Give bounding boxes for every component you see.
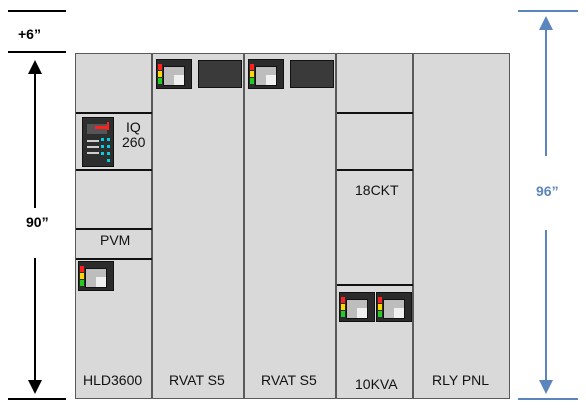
- section-divider: [337, 284, 414, 286]
- cabinet-rly-pnl: RLY PNL: [413, 53, 510, 399]
- cabinet-label-rvat-2: RVAT S5: [261, 372, 317, 388]
- cabinet-top-line: [8, 51, 66, 53]
- iq-label-line2: 260: [122, 134, 146, 150]
- breaker-module-icon: [339, 292, 375, 322]
- blank-module: [290, 60, 334, 88]
- cabinet-hld3600: IQ 260 PVM HLD3600: [75, 53, 153, 399]
- section-divider: [76, 258, 153, 260]
- cabinet-rvat-1: RVAT S5: [152, 53, 244, 399]
- blue-bottom-line: [518, 398, 578, 400]
- arrow-down-icon: [28, 380, 42, 394]
- breaker-module-icon: [156, 59, 192, 89]
- left-height-arrow: [28, 60, 42, 394]
- iq-meter-icon: [82, 117, 114, 167]
- blank-module: [198, 60, 242, 88]
- cabinet-label-rly-pnl: RLY PNL: [432, 372, 490, 388]
- arrow-up-icon: [28, 60, 42, 74]
- section-divider: [76, 112, 153, 114]
- section-divider: [76, 228, 153, 230]
- cabinet-bottom-line: [8, 398, 66, 400]
- cabinet-10kva: 18CKT 10KVA: [336, 53, 414, 399]
- cabinet-label-10kva: 10KVA: [355, 376, 398, 392]
- total-height-label: 96”: [536, 183, 559, 199]
- top-extra-label: +6”: [18, 26, 41, 42]
- breaker-module-icon: [78, 261, 114, 291]
- breaker-module-icon: [248, 59, 284, 89]
- ckt-label: 18CKT: [355, 182, 399, 198]
- cabinet-label-hld3600: HLD3600: [83, 372, 143, 388]
- iq-label-line1: IQ: [126, 119, 141, 135]
- section-divider: [76, 169, 153, 171]
- arrow-down-icon: [539, 380, 553, 394]
- breaker-module-icon: [376, 292, 412, 322]
- cabinet-rvat-2: RVAT S5: [244, 53, 336, 399]
- arrow-up-icon: [539, 16, 553, 30]
- section-divider: [337, 112, 414, 114]
- right-height-arrow: [539, 16, 553, 394]
- cabinet-label-rvat-1: RVAT S5: [169, 372, 225, 388]
- section-divider: [337, 169, 414, 171]
- top-dimension-line: [8, 10, 66, 12]
- pvm-label: PVM: [100, 232, 131, 248]
- cabinet-height-label: 90”: [26, 214, 49, 230]
- blue-top-line: [518, 10, 578, 12]
